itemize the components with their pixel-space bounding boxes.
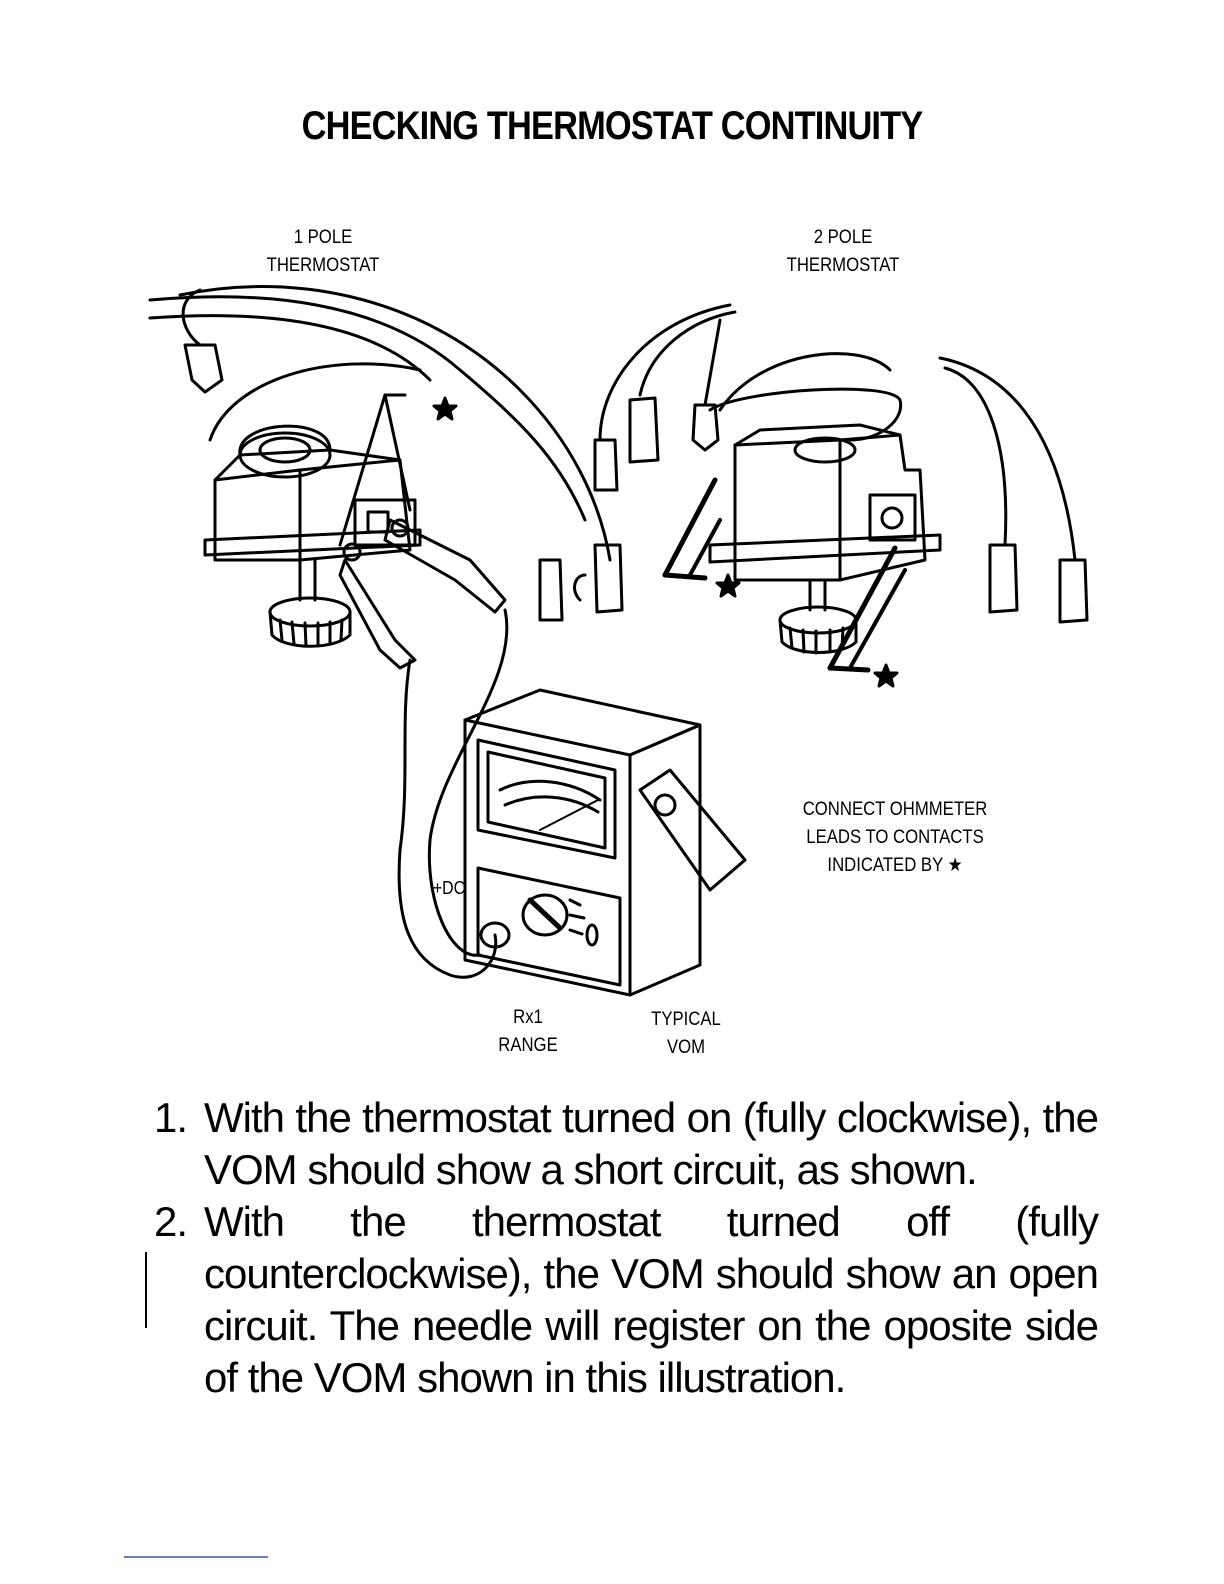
two-pole-label: 2 POLE THERMOSTAT <box>768 224 918 280</box>
callout-line1: CONNECT OHMMETER <box>802 799 988 820</box>
two-pole-label-line1: 2 POLE <box>813 227 873 248</box>
step-number: 2. <box>154 1198 188 1245</box>
vom-label-line2: VOM <box>666 1037 706 1058</box>
ohmmeter-callout: CONNECT OHMMETER LEADS TO CONTACTS INDIC… <box>785 796 1005 880</box>
one-pole-label-line2: THERMOSTAT <box>266 255 380 276</box>
step-text: With the thermostat turned off (fully co… <box>204 1198 1099 1401</box>
bottom-rule <box>124 1556 268 1558</box>
vom-label-line1: TYPICAL <box>651 1009 721 1030</box>
vom-meter <box>397 608 747 997</box>
thermostat-continuity-illustration <box>148 285 1089 997</box>
instruction-list: 1. With the thermostat turned on (fully … <box>148 1092 1099 1404</box>
page-title: CHECKING THERMOSTAT CONTINUITY <box>301 104 924 148</box>
instruction-step: 2. With the thermostat turned off (fully… <box>148 1196 1099 1404</box>
range-label: Rx1 RANGE <box>484 1004 572 1060</box>
step-number: 1. <box>154 1094 188 1141</box>
range-label-line2: RANGE <box>498 1035 558 1056</box>
callout-line3: INDICATED BY ★ <box>827 855 963 876</box>
revision-bar <box>145 1252 147 1328</box>
typical-vom-label: TYPICAL VOM <box>642 1006 730 1062</box>
one-pole-label-line1: 1 POLE <box>293 227 353 248</box>
range-label-line1: Rx1 <box>513 1007 543 1028</box>
dc-label: +DC <box>432 878 466 898</box>
two-pole-label-line2: THERMOSTAT <box>786 255 900 276</box>
callout-line2: LEADS TO CONTACTS <box>806 827 984 848</box>
instruction-step: 1. With the thermostat turned on (fully … <box>148 1092 1099 1196</box>
one-pole-thermostat <box>148 285 624 670</box>
one-pole-label: 1 POLE THERMOSTAT <box>248 224 398 280</box>
two-pole-thermostat <box>593 303 1089 688</box>
step-text: With the thermostat turned on (fully clo… <box>204 1094 1099 1193</box>
